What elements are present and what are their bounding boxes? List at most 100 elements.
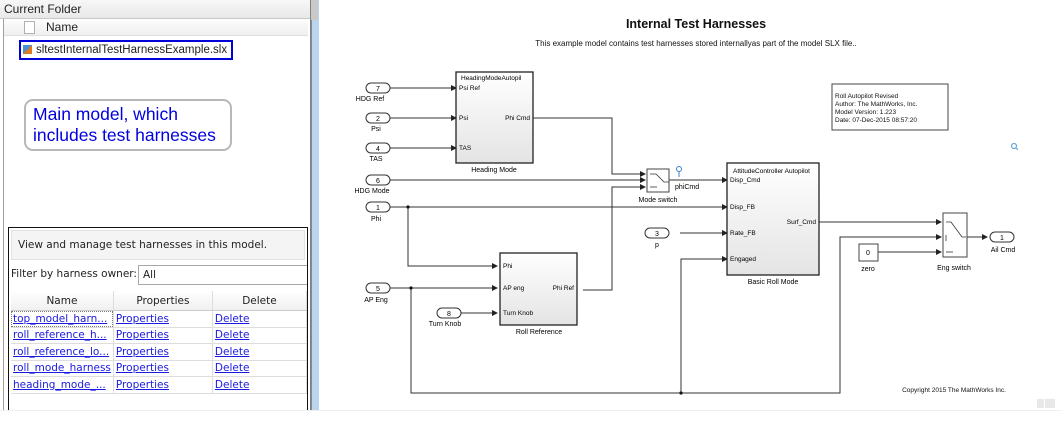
table-row: roll_mode_harness Properties Delete bbox=[11, 360, 308, 377]
roll-reference-block[interactable]: Phi AP eng Turn Knob Phi Ref Roll Refere… bbox=[499, 252, 578, 336]
svg-text:Ail Cmd: Ail Cmd bbox=[991, 247, 1016, 254]
svg-text:4: 4 bbox=[376, 146, 380, 153]
constant-zero-block[interactable]: 0 zero bbox=[858, 243, 879, 273]
info-line-1: Roll Autopilot Revised bbox=[835, 93, 899, 100]
inport-hdg-mode[interactable]: 6 HDG Mode bbox=[354, 174, 391, 195]
svg-text:Surf_Cmd: Surf_Cmd bbox=[787, 219, 817, 226]
copyright-text: Copyright 2015 The MathWorks Inc. bbox=[902, 387, 1006, 394]
model-file-name: sltestInternalTestHarnessExample.slx bbox=[36, 44, 228, 56]
splitter-grip[interactable] bbox=[311, 0, 318, 20]
svg-text:AP Eng: AP Eng bbox=[364, 297, 388, 304]
model-info-box[interactable]: Roll Autopilot Revised Author: The MathW… bbox=[831, 83, 949, 131]
branch-point bbox=[406, 205, 410, 209]
current-folder-panel: Current Folder Name sltestInternalTestHa… bbox=[0, 0, 311, 411]
heading-mode-block[interactable]: HeadingModeAutopil Psi Ref Psi TAS Phi C… bbox=[455, 71, 534, 174]
inport-phi[interactable]: 1 Phi bbox=[365, 201, 391, 223]
svg-text:Turn Knob: Turn Knob bbox=[503, 310, 533, 317]
svg-text:HDG Mode: HDG Mode bbox=[354, 188, 389, 195]
harness-manager-description: View and manage test harnesses in this m… bbox=[11, 230, 305, 260]
harness-table: Name Properties Delete top_model_harn...… bbox=[11, 291, 308, 394]
svg-text:1: 1 bbox=[376, 205, 380, 212]
svg-text:Disp_Cmd: Disp_Cmd bbox=[730, 177, 761, 184]
mode-switch-block[interactable]: Mode switch phiCmd bbox=[639, 168, 700, 204]
harness-filter: Filter by harness owner: All bbox=[9, 264, 307, 286]
inport-ap-eng[interactable]: 5 AP Eng bbox=[364, 282, 391, 304]
callout-line-2: includes test harnesses bbox=[33, 125, 216, 145]
inport-turn-knob[interactable]: 8 Turn Knob bbox=[429, 307, 462, 328]
model-subtitle: This example model contains test harness… bbox=[535, 39, 857, 48]
basic-roll-mode-label: Basic Roll Mode bbox=[748, 279, 799, 286]
info-line-2: Author: The MathWorks, Inc. bbox=[835, 101, 918, 108]
basic-roll-mode-block[interactable]: AttitudeController Autopilot Disp_Cmd Di… bbox=[726, 162, 820, 286]
slx-file-icon bbox=[23, 45, 32, 54]
properties-link[interactable]: Properties bbox=[113, 343, 213, 361]
inport-hdg-ref[interactable]: 7 HDG Ref bbox=[356, 82, 391, 103]
info-line-3: Model Version: 1.223 bbox=[835, 109, 896, 116]
svg-text:Phi: Phi bbox=[371, 216, 382, 223]
table-row: heading_mode_... Properties Delete bbox=[11, 376, 308, 394]
properties-link[interactable]: Properties bbox=[113, 310, 213, 328]
properties-link[interactable]: Properties bbox=[113, 376, 213, 394]
name-column-header[interactable]: Name bbox=[4, 19, 308, 36]
svg-text:7: 7 bbox=[376, 86, 380, 93]
heading-mode-label: Heading Mode bbox=[471, 167, 517, 174]
properties-link[interactable]: Properties bbox=[113, 327, 213, 344]
simulink-canvas[interactable]: Internal Test Harnesses This example mod… bbox=[319, 0, 1062, 410]
svg-text:Rate_FB: Rate_FB bbox=[730, 230, 756, 237]
model-file-item[interactable]: sltestInternalTestHarnessExample.slx bbox=[19, 40, 234, 60]
harness-name-link[interactable]: roll_mode_harness bbox=[11, 360, 114, 377]
inport-psi[interactable]: 2 Psi bbox=[365, 112, 391, 133]
svg-text:HDG Ref: HDG Ref bbox=[356, 96, 384, 103]
svg-text:Mode switch: Mode switch bbox=[639, 197, 678, 204]
svg-text:Eng switch: Eng switch bbox=[937, 265, 971, 272]
delete-link[interactable]: Delete bbox=[212, 327, 308, 344]
status-area bbox=[0, 410, 1062, 448]
svg-text:Psi Ref: Psi Ref bbox=[459, 85, 480, 92]
eng-switch-block[interactable]: Eng switch bbox=[937, 212, 971, 272]
svg-text:AttitudeController Autopilot: AttitudeController Autopilot bbox=[733, 168, 810, 175]
delete-link[interactable]: Delete bbox=[212, 360, 308, 377]
svg-text:3: 3 bbox=[655, 231, 659, 238]
table-row: roll_reference_h... Properties Delete bbox=[11, 327, 308, 344]
harness-name-link[interactable]: roll_reference_lo... bbox=[11, 343, 114, 361]
model-title: Internal Test Harnesses bbox=[626, 17, 766, 31]
svg-text:Turn Knob: Turn Knob bbox=[429, 321, 462, 328]
outport-ail-cmd[interactable]: 1 Ail Cmd bbox=[989, 231, 1016, 254]
svg-text:2: 2 bbox=[376, 116, 380, 123]
inport-tas[interactable]: 4 TAS bbox=[365, 142, 391, 163]
inport-p[interactable]: 3 p bbox=[644, 227, 670, 249]
svg-text:6: 6 bbox=[376, 178, 380, 185]
resize-grip[interactable] bbox=[1045, 399, 1055, 408]
table-row: roll_reference_lo... Properties Delete bbox=[11, 343, 308, 361]
svg-text:1: 1 bbox=[1000, 235, 1004, 242]
name-column-label: Name bbox=[46, 20, 79, 34]
branch-point bbox=[409, 286, 413, 290]
svg-text:zero: zero bbox=[861, 266, 875, 273]
resize-grip[interactable] bbox=[1037, 399, 1044, 408]
phicmd-signal-label: phiCmd bbox=[675, 184, 699, 191]
harness-name-link[interactable]: roll_reference_h... bbox=[11, 327, 114, 344]
delete-link[interactable]: Delete bbox=[212, 376, 308, 394]
search-icon[interactable] bbox=[1010, 142, 1019, 151]
svg-text:AP eng: AP eng bbox=[503, 285, 525, 292]
svg-text:Psi: Psi bbox=[371, 126, 381, 133]
svg-text:Phi Ref: Phi Ref bbox=[553, 285, 575, 292]
harness-name-link[interactable]: heading_mode_... bbox=[11, 376, 114, 394]
column-header-name[interactable]: Name bbox=[11, 291, 114, 311]
current-folder-body: Name sltestInternalTestHarnessExample.sl… bbox=[3, 19, 308, 410]
harness-name-link[interactable]: top_model_harn... bbox=[11, 310, 114, 328]
callout-line-1: Main model, which bbox=[33, 104, 178, 124]
svg-text:5: 5 bbox=[376, 286, 380, 293]
svg-text:Engaged: Engaged bbox=[730, 256, 756, 263]
properties-link[interactable]: Properties bbox=[113, 360, 213, 377]
filter-label: Filter by harness owner: bbox=[11, 268, 137, 280]
column-header-delete[interactable]: Delete bbox=[212, 291, 308, 311]
filter-owner-select[interactable]: All bbox=[138, 265, 307, 285]
delete-link[interactable]: Delete bbox=[212, 343, 308, 361]
svg-text:Phi Cmd: Phi Cmd bbox=[505, 115, 530, 122]
delete-link[interactable]: Delete bbox=[212, 310, 308, 328]
panel-splitter[interactable] bbox=[311, 0, 319, 410]
column-header-properties[interactable]: Properties bbox=[113, 291, 213, 311]
test-point-icon[interactable] bbox=[676, 166, 682, 178]
svg-text:TAS: TAS bbox=[459, 145, 472, 152]
